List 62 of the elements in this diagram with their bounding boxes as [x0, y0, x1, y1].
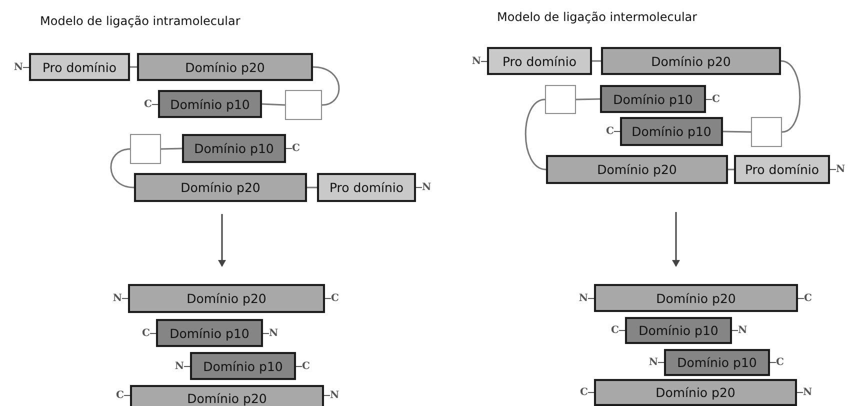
linker-line — [592, 60, 601, 62]
domain-box: Domínio p20 — [137, 53, 313, 81]
terminus-label: C — [580, 386, 594, 400]
terminus-label: C — [706, 92, 720, 106]
linker-line — [312, 66, 340, 106]
domain-box: Domínio p10 — [158, 90, 262, 118]
terminus-label: C — [611, 324, 625, 338]
linker-line — [722, 130, 752, 133]
linker-line — [307, 186, 317, 188]
linker-line — [262, 103, 286, 106]
linker-box — [130, 134, 161, 164]
terminus-label: C — [296, 359, 310, 373]
linker-box — [751, 117, 782, 147]
linker-line — [110, 148, 134, 188]
domain-box: Domínio p20 — [594, 284, 798, 312]
terminus-label: N — [648, 356, 664, 370]
domain-box: Domínio p20 — [130, 385, 324, 406]
linker-line — [576, 98, 600, 100]
terminus-label: C — [325, 292, 339, 306]
terminus-label: C — [144, 97, 158, 111]
domain-box: Pro domínio — [317, 173, 416, 202]
linker-line — [130, 66, 137, 68]
linker-line — [524, 98, 546, 170]
terminus-label: N — [263, 326, 278, 340]
domain-box: Domínio p20 — [134, 173, 307, 202]
domain-box: Domínio p10 — [182, 134, 286, 163]
terminus-label: C — [116, 388, 130, 402]
terminus-label: N — [324, 388, 340, 402]
terminus-label: N — [578, 291, 594, 305]
linker-box — [285, 90, 322, 120]
domain-box: Domínio p10 — [600, 85, 706, 113]
domain-box: Domínio p20 — [546, 155, 728, 184]
terminus-label: N — [830, 162, 846, 176]
domain-box: Domínio p10 — [190, 352, 296, 380]
domain-box: Domínio p10 — [156, 319, 263, 347]
terminus-label: N — [472, 54, 487, 68]
terminus-label: C — [606, 124, 620, 138]
linker-box — [545, 85, 576, 114]
heading: Modelo de ligação intermolecular — [497, 10, 698, 24]
terminus-label: N — [112, 292, 128, 306]
terminus-label: C — [770, 356, 784, 370]
domain-box: Domínio p10 — [664, 349, 770, 376]
terminus-label: N — [14, 60, 29, 74]
terminus-label: C — [798, 291, 812, 305]
terminus-label: N — [732, 324, 748, 338]
domain-box: Domínio p20 — [594, 379, 797, 406]
domain-box: Pro domínio — [487, 47, 592, 75]
terminus-label: C — [142, 326, 156, 340]
domain-box: Domínio p10 — [625, 317, 732, 344]
domain-box: Pro domínio — [734, 155, 830, 184]
domain-box: Domínio p20 — [601, 47, 781, 75]
linker-line — [160, 148, 182, 150]
domain-box: Domínio p20 — [128, 284, 325, 313]
linker-line — [728, 168, 734, 170]
terminus-label: C — [286, 142, 300, 156]
terminus-label: N — [797, 386, 812, 400]
domain-box: Pro domínio — [29, 53, 130, 81]
terminus-label: N — [174, 359, 190, 373]
terminus-label: N — [416, 180, 432, 194]
linker-line — [780, 60, 801, 133]
heading: Modelo de ligação intramolecular — [40, 14, 240, 28]
domain-box: Domínio p10 — [620, 117, 723, 146]
